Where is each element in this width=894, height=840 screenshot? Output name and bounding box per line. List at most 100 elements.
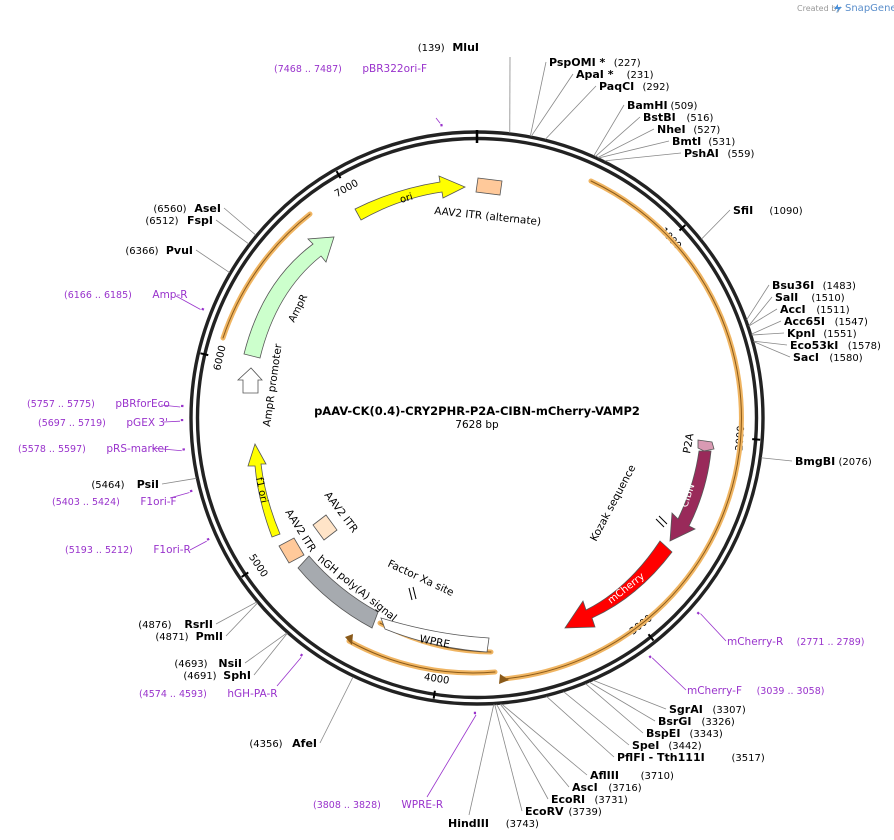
feature-aav2-itr[interactable]: AAV2 ITR xyxy=(278,507,318,564)
feature-ampr[interactable]: AmpR xyxy=(243,236,335,359)
primer-name: F1ori-R xyxy=(153,544,190,556)
feature-label-p2a: P2A xyxy=(681,432,696,455)
site-spei[interactable]: SpeI(3442) xyxy=(632,739,702,752)
feature-cibn[interactable]: CIBN xyxy=(669,450,712,542)
feature-kozak-sequence[interactable]: Kozak sequence xyxy=(588,463,668,543)
site-saci[interactable]: SacI(1580) xyxy=(793,351,863,364)
feature-aav2-itr-left[interactable]: AAV2 ITR xyxy=(312,490,360,541)
site-sfii[interactable]: SfiI(1090) xyxy=(733,204,803,217)
site-bsu36i[interactable]: Bsu36I(1483) xyxy=(772,279,856,292)
site-afliii[interactable]: AflIII (3710) xyxy=(590,769,674,782)
site-nhei[interactable]: NheI(527) xyxy=(657,123,720,136)
restriction-site-lines xyxy=(161,56,793,816)
site-sali[interactable]: SalI(1510) xyxy=(775,291,845,304)
orf-arc-wpre-core xyxy=(348,640,496,674)
site-hindiii[interactable]: HindIII(3743) xyxy=(448,817,539,830)
site-mlui[interactable]: MluI(139) xyxy=(418,41,479,54)
primer-amp-r[interactable]: (6166 .. 6185)Amp-R xyxy=(64,289,188,301)
site-rsrii[interactable]: RsrII(4876) xyxy=(138,618,213,631)
primer-pbr322ori-f[interactable]: (7468 .. 7487)pBR322ori-F xyxy=(274,63,427,75)
site-position: (1511) xyxy=(816,305,849,316)
tick-mark xyxy=(335,170,342,179)
site-kpni[interactable]: KpnI(1551) xyxy=(787,327,857,340)
primer-f1ori-f[interactable]: (5403 .. 5424)F1ori-F xyxy=(52,496,177,508)
site-position: (1578) xyxy=(848,341,881,352)
site-position: (4876) xyxy=(138,620,171,631)
site-bspei[interactable]: BspEI(3343) xyxy=(646,727,723,740)
site-position: (3739) xyxy=(569,807,602,818)
tick-mark xyxy=(241,571,249,578)
feature-factor-xa-site[interactable]: Factor Xa site xyxy=(386,558,456,601)
site-position: (3710) xyxy=(641,771,674,782)
site-leader-line xyxy=(195,249,230,273)
primer-mcherry-f[interactable]: mCherry-F(3039 .. 3058) xyxy=(687,685,824,697)
site-pshai[interactable]: PshAI(559) xyxy=(684,147,754,160)
site-bmti[interactable]: BmtI(531) xyxy=(672,135,735,148)
site-bsrgi[interactable]: BsrGI(3326) xyxy=(658,715,735,728)
primer-hgh-pa-r[interactable]: (4574 .. 4593) hGH-PA-R xyxy=(139,688,278,700)
primer-pgex-3[interactable]: (5697 .. 5719)pGEX 3' xyxy=(38,417,168,429)
site-name: NsiI xyxy=(218,657,242,670)
site-paqci[interactable]: PaqCI(292) xyxy=(599,80,669,93)
site-sphi[interactable]: SphI(4691) xyxy=(183,669,251,682)
tick-label: 6000 xyxy=(212,344,229,371)
site-psii[interactable]: PsiI(5464) xyxy=(91,478,159,491)
site-nsii[interactable]: NsiI(4693) xyxy=(174,657,242,670)
site-apai[interactable]: ApaI *(231) xyxy=(576,68,654,81)
site-bmgbi[interactable]: BmgBI(2076) xyxy=(795,455,872,468)
site-ecori[interactable]: EcoRI(3731) xyxy=(551,793,628,806)
site-ecorv[interactable]: EcoRV(3739) xyxy=(525,805,602,818)
primer-range: (5697 .. 5719) xyxy=(38,418,106,429)
feature-hgh-polya-signal[interactable]: hGH poly(A) signal xyxy=(297,553,399,629)
site-position: (1547) xyxy=(835,317,868,328)
feature-p2a[interactable]: P2A xyxy=(681,432,715,455)
tick-label: 5000 xyxy=(246,552,269,579)
primer-leader-line xyxy=(169,492,190,499)
primer-range: (4574 .. 4593) xyxy=(139,689,207,700)
primer-leader-line xyxy=(151,447,182,452)
feature-ampr-promoter[interactable]: AmpR promoter xyxy=(236,342,285,427)
site-sgrai[interactable]: SgrAI(3307) xyxy=(669,703,746,716)
feature-wpre[interactable]: WPRE xyxy=(380,617,490,653)
site-acc65i[interactable]: Acc65I(1547) xyxy=(784,315,868,328)
primer-marks xyxy=(151,117,727,798)
primer-prs-marker[interactable]: (5578 .. 5597)pRS-marker xyxy=(18,443,169,455)
primer-pbrforeco[interactable]: (5757 .. 5775)pBRforEco xyxy=(27,398,170,410)
site-pflfi-tth111i[interactable]: PflFI - Tth111I(3517) xyxy=(617,751,765,764)
site-asci[interactable]: AscI(3716) xyxy=(572,781,642,794)
site-position: (3326) xyxy=(702,717,735,728)
site-leader-line xyxy=(597,128,655,158)
site-eco53ki[interactable]: Eco53kI (1578) xyxy=(790,339,881,352)
primer-range: (5403 .. 5424) xyxy=(52,497,120,508)
site-fspi[interactable]: FspI(6512) xyxy=(145,214,213,227)
site-name: Eco53kI xyxy=(790,339,838,352)
feature-f1-ori[interactable]: f1 ori xyxy=(247,442,281,538)
primer-mark xyxy=(189,489,193,493)
primer-f1ori-r[interactable]: (5193 .. 5212) F1ori-R xyxy=(65,544,191,556)
site-pvui[interactable]: PvuI(6366) xyxy=(125,244,193,257)
primer-wpre-r[interactable]: (3808 .. 3828)WPRE-R xyxy=(313,799,443,811)
site-bamhi[interactable]: BamHI(509) xyxy=(627,99,697,112)
site-leader-line xyxy=(748,296,773,327)
site-name: PmlI xyxy=(196,630,223,643)
site-leader-line xyxy=(748,308,778,327)
primer-range: (7468 .. 7487) xyxy=(274,64,342,75)
site-pspomi[interactable]: PspOMI *(227) xyxy=(549,56,641,69)
site-position: (509) xyxy=(671,101,698,112)
orf-arc-left-core xyxy=(222,213,311,339)
site-leader-line xyxy=(253,633,288,676)
primer-range: (5193 .. 5212) xyxy=(65,545,133,556)
site-acci[interactable]: AccI(1511) xyxy=(780,303,850,316)
site-bstbi[interactable]: BstBI(516) xyxy=(643,111,713,124)
site-name: SpeI xyxy=(632,739,659,752)
primer-leader-line xyxy=(276,657,302,687)
site-name: AflIII xyxy=(590,769,619,782)
site-name: BspEI xyxy=(646,727,680,740)
primer-mcherry-r[interactable]: mCherry-R(2771 .. 2789) xyxy=(727,636,864,648)
primer-name: hGH-PA-R xyxy=(227,688,277,700)
feature-ori[interactable]: ori xyxy=(354,175,466,221)
site-asei[interactable]: AseI(6560) xyxy=(153,202,221,215)
tick-mark xyxy=(752,438,761,441)
site-pmli[interactable]: PmlI(4871) xyxy=(155,630,223,643)
site-afei[interactable]: AfeI(4356) xyxy=(249,737,317,750)
